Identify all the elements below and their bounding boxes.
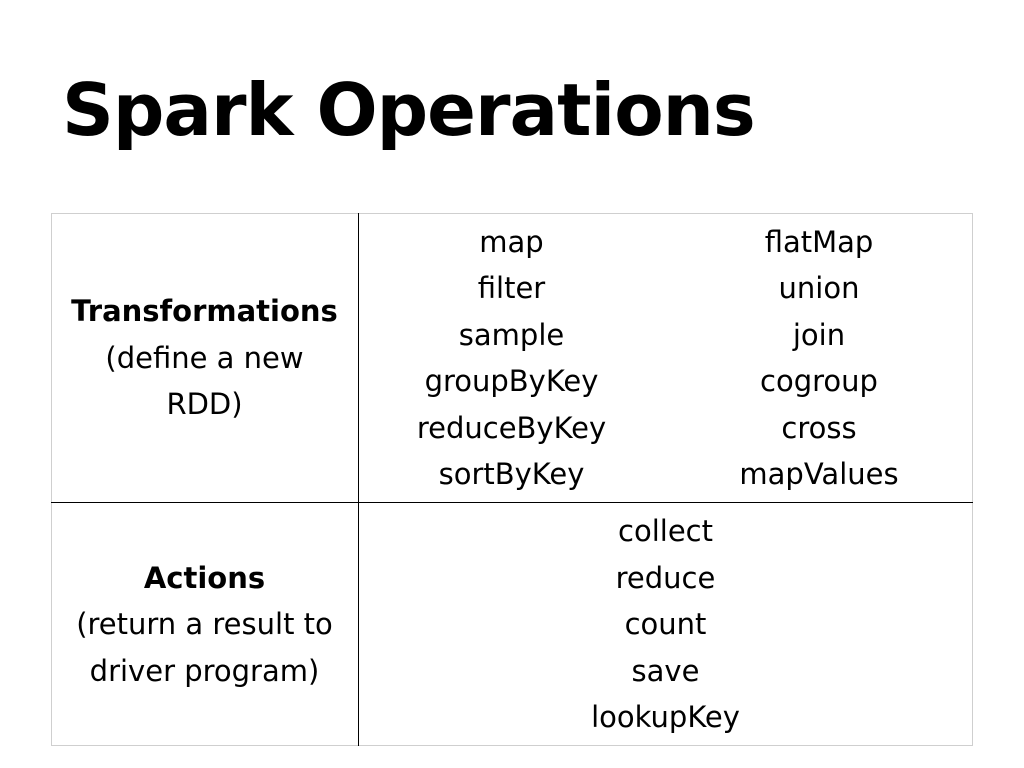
transformations-description-line: (define a new	[105, 340, 304, 375]
slide-title: Spark Operations	[62, 68, 756, 152]
transformation-op: cross	[781, 410, 857, 445]
action-op: lookupKey	[591, 700, 740, 735]
transformations-label: Transformations	[71, 294, 338, 329]
actions-description-line: (return a result to	[76, 607, 333, 642]
action-op: count	[624, 607, 707, 642]
transformation-op: mapValues	[739, 457, 899, 491]
actions-label-cell: Actions (return a result to driver progr…	[51, 503, 358, 746]
actions-label: Actions	[143, 560, 266, 595]
transformations-description-line: RDD)	[166, 387, 243, 422]
table-divider-horizontal	[51, 502, 973, 503]
action-op: collect	[618, 514, 713, 549]
table-divider-vertical	[358, 213, 359, 746]
transformations-ops-column-1: map filter sample groupByKey reduceByKey…	[358, 213, 665, 503]
transformations-label-cell: Transformations (define a new RDD)	[51, 213, 358, 503]
transformation-op: filter	[477, 271, 546, 305]
transformation-op: join	[792, 317, 846, 352]
transformations-ops-column-2: flatMap union join cogroup cross mapValu…	[665, 213, 973, 503]
actions-description-line: driver program)	[89, 653, 320, 688]
action-op: reduce	[615, 560, 716, 595]
transformation-op: reduceByKey	[416, 410, 607, 445]
operations-table: Transformations (define a new RDD) map f…	[51, 213, 973, 746]
transformation-op: union	[778, 271, 860, 305]
transformation-op: groupByKey	[424, 364, 599, 398]
transformation-op: flatMap	[764, 224, 874, 259]
action-op: save	[631, 653, 700, 688]
transformation-op: sortByKey	[438, 457, 585, 491]
transformation-op: sample	[458, 317, 565, 352]
transformation-op: cogroup	[760, 364, 878, 398]
table-border	[51, 213, 973, 746]
actions-ops-column: collect reduce count save lookupKey	[358, 503, 973, 746]
transformation-op: map	[479, 224, 544, 259]
